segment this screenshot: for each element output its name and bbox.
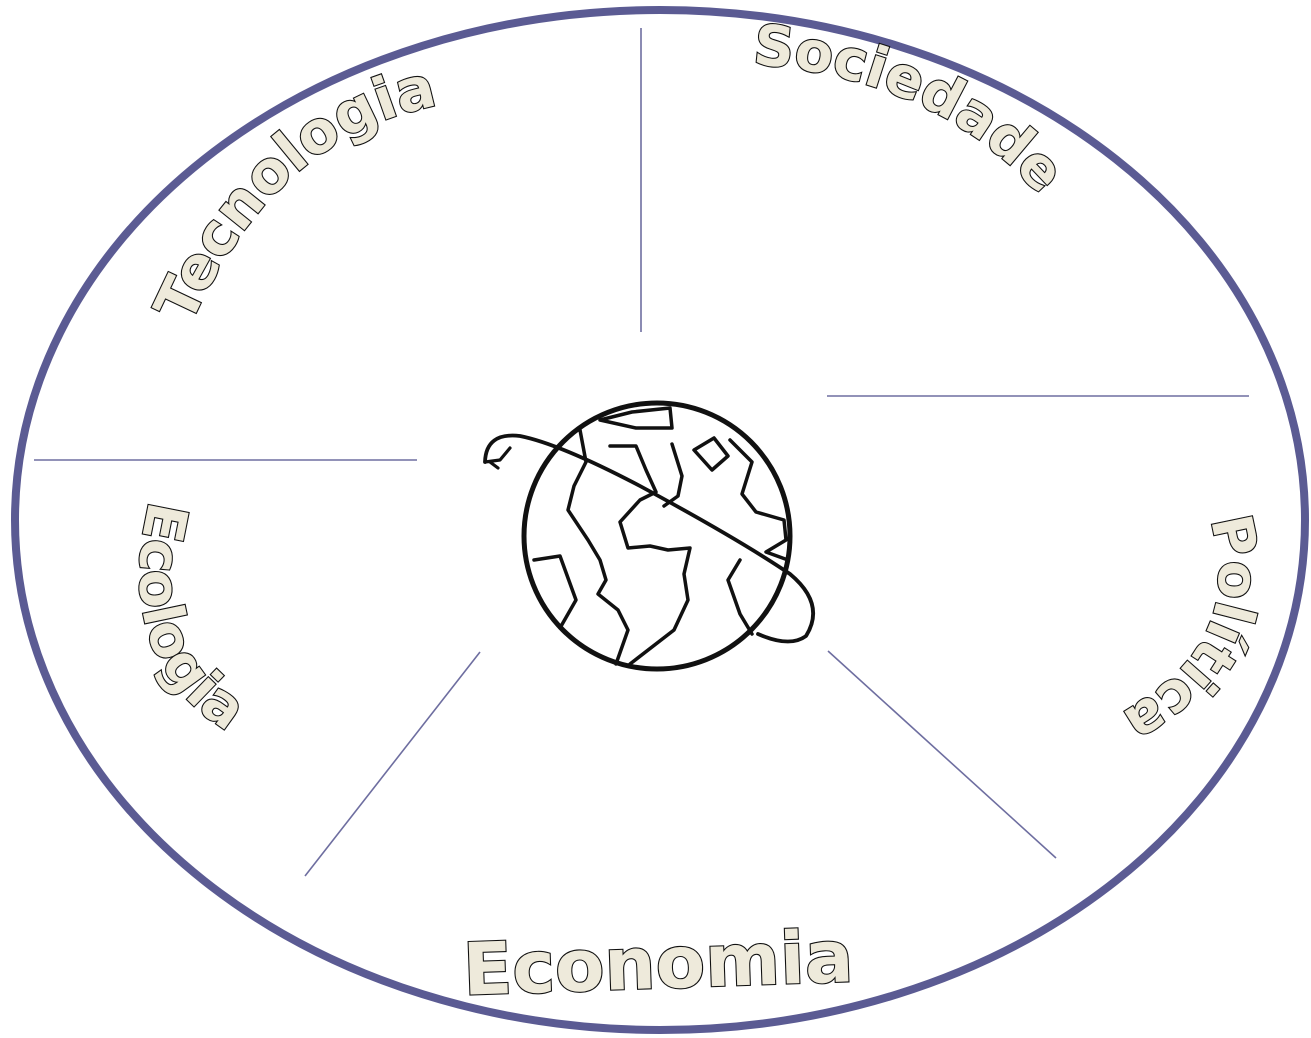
label-ecologia: Ecologia bbox=[125, 497, 257, 743]
divider-bottom-left bbox=[305, 652, 480, 876]
label-economia: Economia bbox=[462, 914, 855, 1012]
outer-ellipse bbox=[15, 10, 1305, 1030]
label-tecnologia: Tecnologia bbox=[141, 52, 442, 332]
label-sociedade: Sociedade bbox=[751, 13, 1077, 205]
label-politica: Política bbox=[1113, 509, 1270, 757]
globe-with-orbit-icon bbox=[485, 403, 813, 669]
divider-bottom-right bbox=[828, 651, 1056, 858]
